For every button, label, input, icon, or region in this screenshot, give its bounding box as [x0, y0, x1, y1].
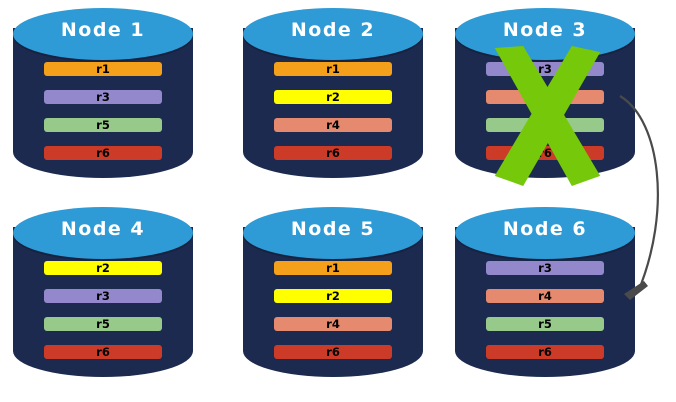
- record-bar[interactable]: r2: [274, 90, 392, 104]
- record-bar[interactable]: r3: [486, 261, 604, 275]
- record-list: r3 r4 r5 r6: [486, 261, 604, 359]
- record-bar[interactable]: r1: [274, 62, 392, 76]
- record-bar[interactable]: r3: [44, 289, 162, 303]
- record-list: r1 r2 r4 r6: [274, 261, 392, 359]
- record-bar[interactable]: r2: [44, 261, 162, 275]
- record-bar[interactable]: r6: [44, 345, 162, 359]
- record-bar[interactable]: r5: [486, 317, 604, 331]
- record-bar[interactable]: r4: [274, 118, 392, 132]
- cylinder-top-ellipse: [455, 207, 635, 259]
- record-bar[interactable]: r6: [274, 146, 392, 160]
- record-bar[interactable]: r3: [486, 62, 604, 76]
- record-bar[interactable]: r4: [486, 289, 604, 303]
- record-bar[interactable]: r1: [274, 261, 392, 275]
- record-list: r3 r4 r5 r6: [486, 62, 604, 160]
- record-bar[interactable]: r2: [274, 289, 392, 303]
- record-bar[interactable]: r5: [44, 118, 162, 132]
- cylinder-top-ellipse: [243, 8, 423, 60]
- record-bar[interactable]: r6: [486, 345, 604, 359]
- record-bar[interactable]: r6: [44, 146, 162, 160]
- record-bar[interactable]: r5: [44, 317, 162, 331]
- record-bar[interactable]: r5: [486, 118, 604, 132]
- cylinder-top-ellipse: [13, 207, 193, 259]
- record-bar[interactable]: r6: [486, 146, 604, 160]
- record-bar[interactable]: r4: [486, 90, 604, 104]
- cylinder-top-ellipse: [13, 8, 193, 60]
- record-bar[interactable]: r3: [44, 90, 162, 104]
- record-bar[interactable]: r6: [274, 345, 392, 359]
- record-list: r1 r2 r4 r6: [274, 62, 392, 160]
- cylinder-top-ellipse: [243, 207, 423, 259]
- cylinder-top-ellipse: [455, 8, 635, 60]
- record-bar[interactable]: r1: [44, 62, 162, 76]
- record-list: r2 r3 r5 r6: [44, 261, 162, 359]
- record-bar[interactable]: r4: [274, 317, 392, 331]
- record-list: r1 r3 r5 r6: [44, 62, 162, 160]
